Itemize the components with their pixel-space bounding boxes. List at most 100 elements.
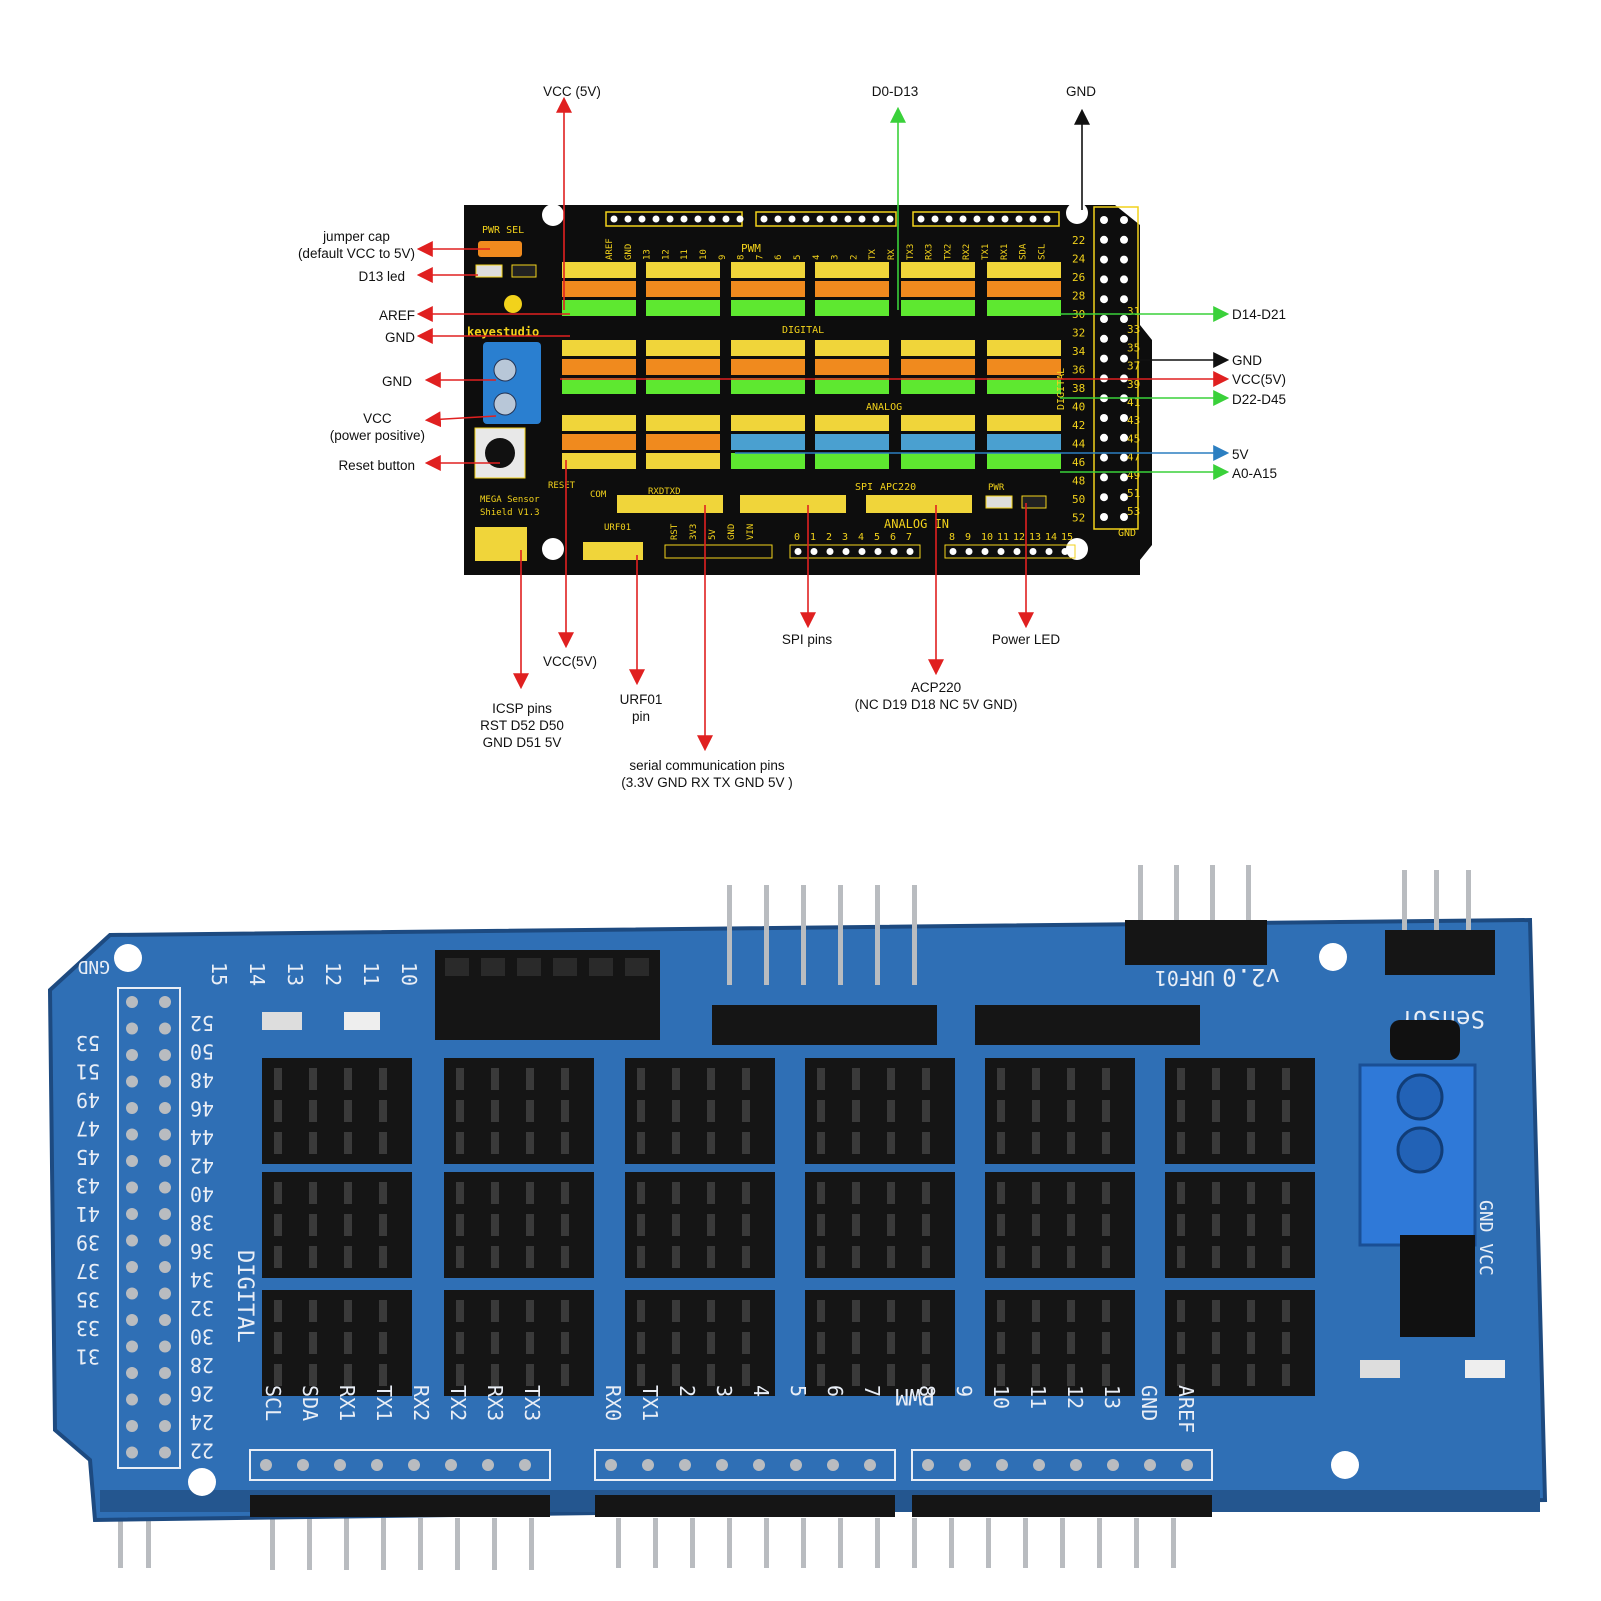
header-pin-top: [1247, 1068, 1255, 1090]
bottom-pin: [801, 1518, 806, 1568]
header-pin-top: [561, 1100, 569, 1122]
top-number-label: 14: [245, 962, 269, 986]
header-pin: [945, 215, 953, 223]
header-pin-top: [1067, 1214, 1075, 1236]
bottom-header-pin: [996, 1459, 1008, 1471]
header-pin-top: [637, 1182, 645, 1204]
digital-side-pin: [1100, 414, 1108, 422]
header-pin-top: [309, 1332, 317, 1354]
screw-icon: [493, 392, 517, 416]
side-pin: [159, 1128, 171, 1141]
gnd-corner-label: GND: [77, 956, 110, 977]
pwm-label: PWM: [741, 242, 761, 255]
analog-number-label: 9: [965, 532, 971, 543]
header-pin-top: [1177, 1214, 1185, 1236]
header-strip: [987, 359, 1061, 375]
header-pin-top: [707, 1100, 715, 1122]
bottom-header-pin: [827, 1459, 839, 1471]
side-number-label: 30: [190, 1325, 214, 1349]
header-pin-top: [561, 1364, 569, 1386]
com-label: COM: [590, 490, 607, 500]
callout-icsp-pins: ICSP pins RST D52 D50 GND D51 5V: [480, 700, 564, 751]
callout-d0-d13: D0-D13: [871, 84, 919, 99]
bottom-header-body: [912, 1495, 1212, 1517]
bottom-pin: [418, 1518, 423, 1570]
top-header-label: TX: [868, 249, 878, 260]
header-pin: [931, 215, 939, 223]
header-pin-top: [1177, 1332, 1185, 1354]
callout-d22-d45: D22-D45: [1232, 392, 1287, 407]
header-pin-top: [491, 1068, 499, 1090]
header-pin-top: [526, 1182, 534, 1204]
header-pin-top: [1032, 1100, 1040, 1122]
header-strip: [646, 262, 720, 278]
header-pin-top: [379, 1132, 387, 1154]
digital-number-label: 28: [1072, 290, 1085, 303]
header-pin-top: [887, 1300, 895, 1322]
top-header-label: SCL: [1037, 244, 1047, 260]
bottom-pin-label: RX2: [409, 1385, 433, 1421]
analog-pin: [842, 548, 850, 555]
header-pin-top: [309, 1100, 317, 1122]
bottom-pin-label: 12: [1063, 1385, 1087, 1409]
pwr-label: PWR: [988, 483, 1005, 493]
digital-number-label: 52: [1072, 512, 1085, 525]
bottom-header-outline: [249, 1449, 551, 1481]
bottom-header-outline: [594, 1449, 896, 1481]
bottom-pin: [949, 1518, 954, 1568]
smd-led: [1465, 1360, 1505, 1378]
top-number-label: 10: [397, 962, 421, 986]
header-pin-top: [379, 1246, 387, 1268]
top-number-label: 15: [207, 962, 231, 986]
digital-side-pin: [1100, 513, 1108, 521]
side-pin: [126, 1128, 138, 1141]
header-pin-top: [672, 1132, 680, 1154]
header-pin-top: [274, 1132, 282, 1154]
rxdtxd-label: RXDTXD: [648, 487, 681, 497]
callout-line: (power positive): [329, 428, 425, 443]
side-number-label: 49: [76, 1088, 100, 1112]
bottom-pin-label: TX3: [520, 1385, 544, 1421]
bottom-pin: [653, 1518, 658, 1568]
analog-in-label: ANALOG IN: [884, 517, 949, 531]
digital-side-pin: [1120, 235, 1128, 244]
header-pin-top: [456, 1246, 464, 1268]
header-pin-top: [456, 1182, 464, 1204]
digital-number-label: 38: [1072, 382, 1085, 395]
top-header-label: TX1: [981, 244, 991, 260]
upright-pin: [1138, 865, 1143, 945]
bottom-header-pin: [297, 1459, 309, 1471]
side-number-label: 32: [190, 1296, 214, 1320]
side-pin: [126, 1022, 138, 1035]
side-number-label: 52: [190, 1011, 214, 1035]
bottom-pin: [764, 1518, 769, 1568]
callout-jumper-cap: jumper cap (default VCC to 5V): [298, 228, 415, 262]
header-pin-top: [997, 1100, 1005, 1122]
screw-icon: [1396, 1073, 1444, 1121]
header-pin-top: [491, 1332, 499, 1354]
side-number-label: 38: [190, 1211, 214, 1235]
side-pin: [159, 1208, 171, 1220]
digital-number-label: 44: [1072, 438, 1086, 451]
header-pin-top: [817, 1132, 825, 1154]
digital-label: DIGITAL: [782, 325, 824, 336]
gnd-label: GND: [1118, 528, 1136, 539]
header-pin-top: [1247, 1214, 1255, 1236]
digital-number-label: 53: [1127, 505, 1140, 518]
header-pin-top: [1177, 1132, 1185, 1154]
top-header-label: TX3: [906, 244, 916, 260]
analog-pin: [906, 548, 914, 555]
header-strip: [901, 340, 975, 356]
digital-number-label: 33: [1127, 323, 1140, 336]
header-strip: [731, 415, 805, 431]
digital-side-pin: [1120, 513, 1128, 521]
side-number-label: 40: [190, 1182, 214, 1206]
header-pin-top: [1247, 1182, 1255, 1204]
header-pin-top: [997, 1332, 1005, 1354]
header-pin: [973, 215, 981, 223]
callout-serial-communication-pins: serial communication pins (3.3V GND RX T…: [621, 757, 793, 791]
header-pin-top: [456, 1132, 464, 1154]
header-pin-top: [456, 1100, 464, 1122]
header-pin-top: [344, 1100, 352, 1122]
header-pin-top: [456, 1300, 464, 1322]
